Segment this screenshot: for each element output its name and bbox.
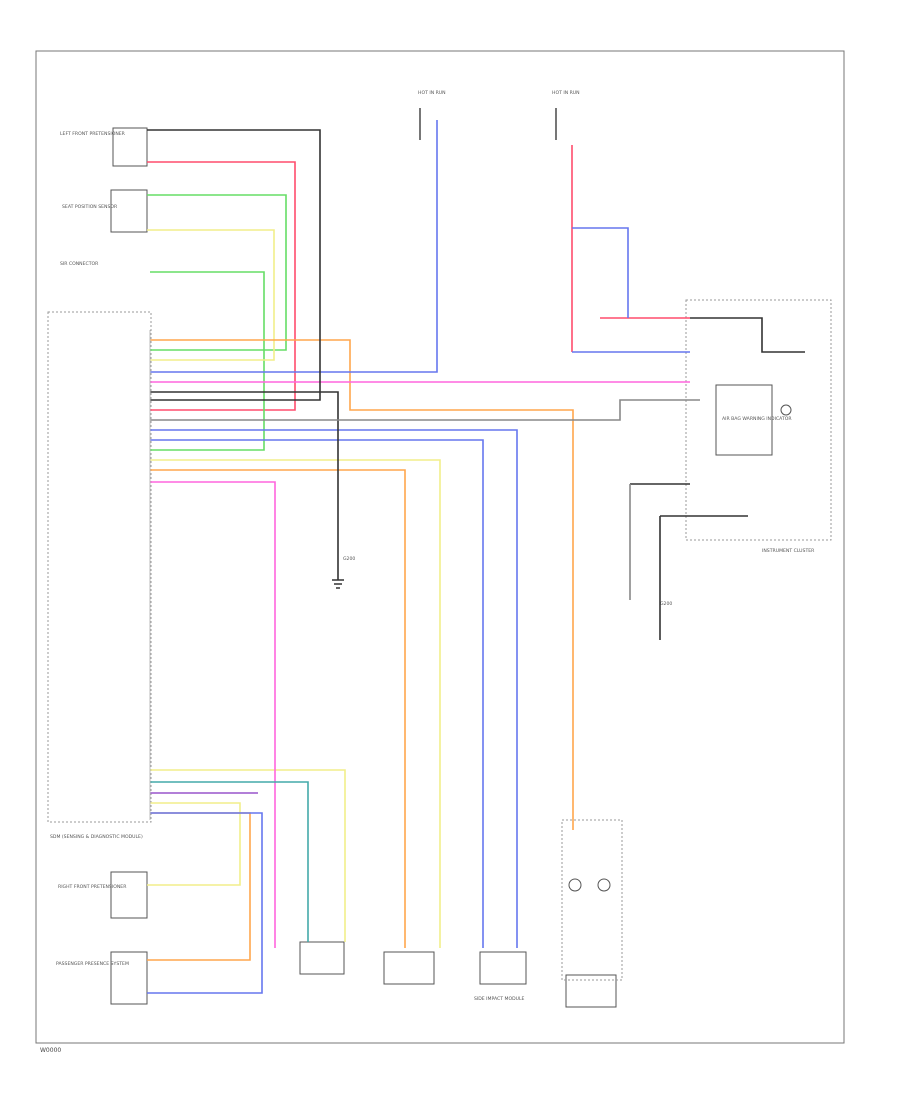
label-ground: G200 (343, 556, 355, 562)
inflatable-module-bottom (565, 974, 617, 1008)
wire-blue-3 (150, 439, 484, 948)
diagram-frame (35, 50, 845, 1044)
label-seat-sensor: SEAT POSITION SENSOR (62, 204, 118, 210)
wire-blue-5 (572, 227, 629, 318)
fuse-ticks (419, 108, 557, 140)
wire-orange-1 (150, 339, 574, 830)
coil-left (568, 878, 582, 892)
label-ground-ref: G200 (660, 601, 672, 607)
label-right-pretensioner: RIGHT FRONT PRETENSIONER (58, 884, 127, 890)
seat-position-sensor (110, 189, 148, 233)
wire-black-1 (150, 391, 339, 580)
label-occupant-sensor: PASSENGER PRESENCE SYSTEM (56, 961, 129, 967)
side-impact-module (479, 951, 527, 985)
wire-orange-2 (150, 469, 406, 948)
wire-orange-3 (147, 812, 251, 961)
right-front-seatbelt-pretensioner (110, 871, 148, 919)
wire-yellow-3 (150, 769, 346, 942)
warning-indicator-box (715, 384, 773, 456)
wire-yellow-2 (150, 459, 441, 948)
label-fuse-a: HOT IN RUN (418, 90, 446, 96)
wire-red-1 (147, 161, 296, 411)
wire-black-2 (147, 129, 321, 401)
coil-assembly-outline (561, 819, 623, 981)
wire-black-5 (659, 515, 748, 640)
wire-blue-6 (147, 812, 263, 994)
warning-lamp (780, 404, 792, 416)
wire-yellow-1 (147, 229, 275, 361)
wire-blue-1 (150, 120, 438, 373)
wire-teal-1 (150, 781, 309, 942)
footer-code: W0000 (40, 1047, 61, 1054)
label-ipc: INSTRUMENT CLUSTER (762, 548, 815, 554)
coil-right (597, 878, 611, 892)
left-front-seatbelt-pretensioner (112, 127, 148, 167)
label-left-pretensioner: LEFT FRONT PRETENSIONER (60, 131, 126, 137)
label-fuse-b: HOT IN RUN (552, 90, 580, 96)
seat-sensor-module-bottom (299, 941, 345, 975)
label-sir-connector: SIR CONNECTOR (60, 261, 99, 267)
right-front-pretensioner-bottom (383, 951, 435, 985)
sdm-connector-outline (47, 311, 152, 823)
passenger-presence-module (110, 951, 148, 1005)
label-lamp: AIR BAG WARNING INDICATOR (722, 416, 792, 422)
wire-green-1 (147, 194, 287, 351)
wire-blue-2 (150, 429, 518, 948)
label-sdm: SDM (SENSING & DIAGNOSTIC MODULE) (50, 834, 143, 840)
wire-yellow-4 (147, 802, 241, 886)
ground-symbol (332, 579, 344, 589)
wire-gray-1 (150, 399, 700, 421)
wire-green-2 (150, 271, 265, 451)
label-side-module: SIDE IMPACT MODULE (474, 996, 525, 1002)
wire-black-3 (690, 317, 805, 353)
wire-pink-2 (150, 481, 276, 948)
instrument-cluster-outline (685, 299, 832, 541)
